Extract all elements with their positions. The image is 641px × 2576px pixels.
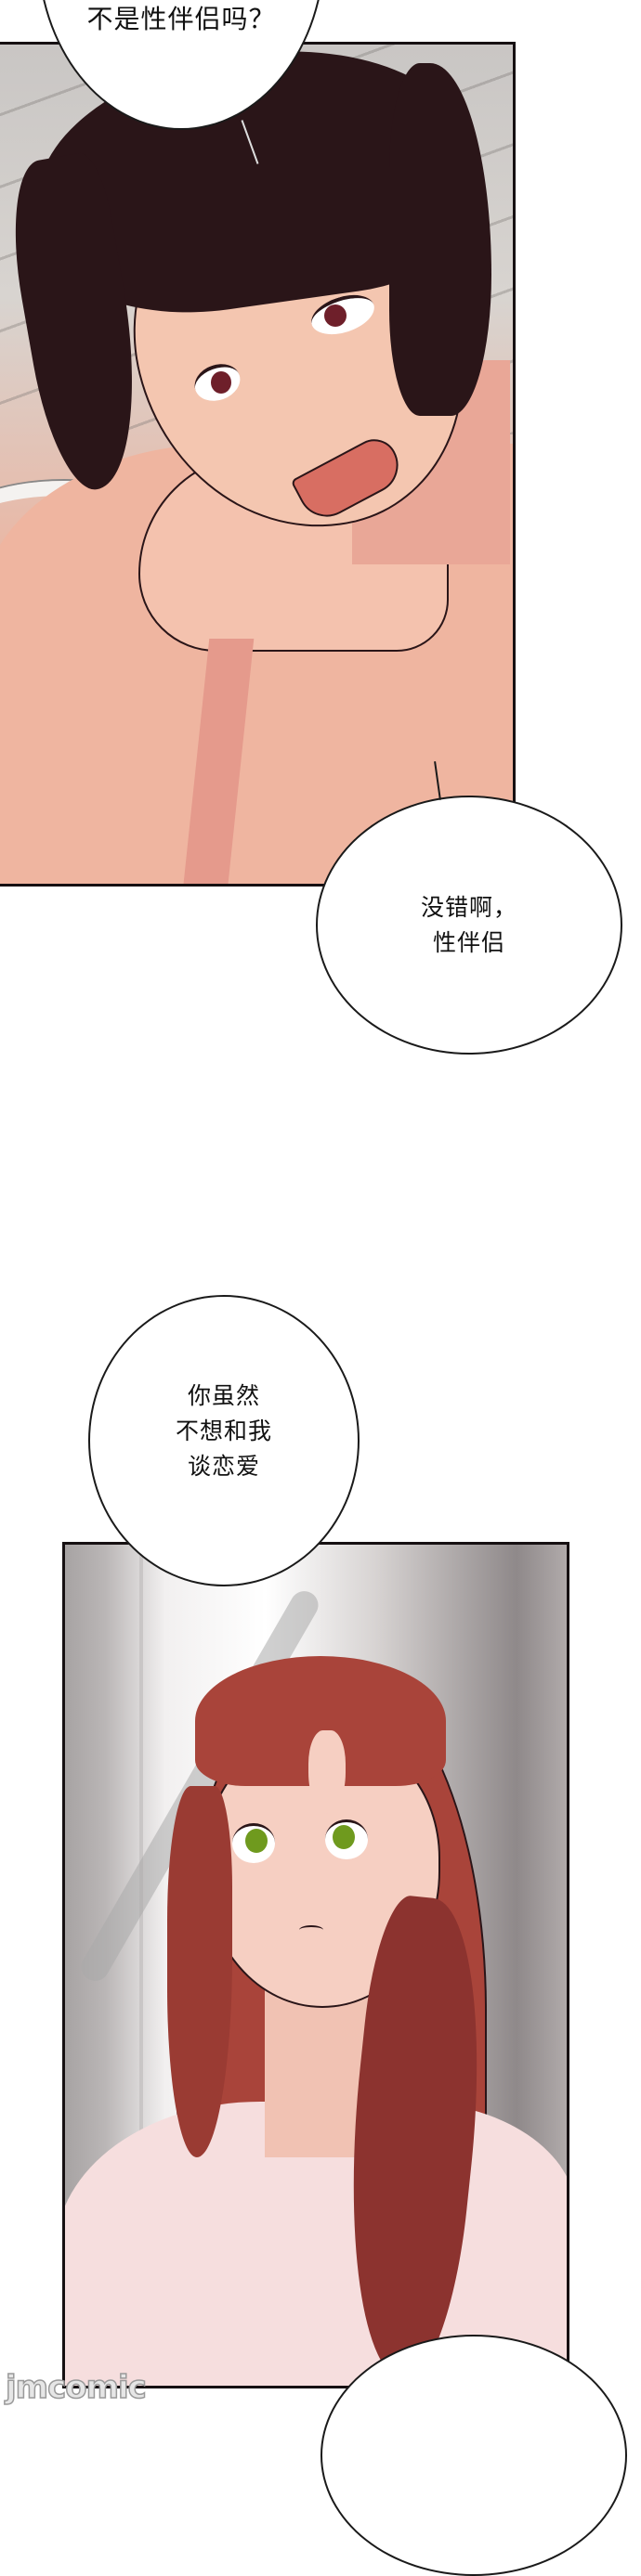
speech-bubble-1-text: 不是性伴侣吗？ [86, 4, 276, 34]
man-iris-left [211, 371, 231, 394]
woman-hair-left [167, 1786, 232, 2157]
comic-panel-man [0, 42, 516, 887]
speech-bubble-3-text: 你虽然 不想和我 谈恋爱 [175, 1382, 272, 1480]
watermark-logo: jmcomic [5, 2368, 147, 2407]
woman-mouth [299, 1925, 323, 1935]
speech-bubble-3: 你虽然 不想和我 谈恋爱 [88, 1295, 360, 1586]
speech-bubble-4 [320, 2335, 627, 2576]
woman-iris-right [333, 1825, 355, 1849]
woman-iris-left [245, 1829, 268, 1853]
speech-bubble-2: 没错啊， 性伴侣 [316, 796, 622, 1055]
comic-panel-woman [62, 1542, 569, 2388]
speech-bubble-2-text: 没错啊， 性伴侣 [420, 893, 517, 956]
woman-part [308, 1730, 346, 1814]
man-iris-right [324, 304, 347, 327]
